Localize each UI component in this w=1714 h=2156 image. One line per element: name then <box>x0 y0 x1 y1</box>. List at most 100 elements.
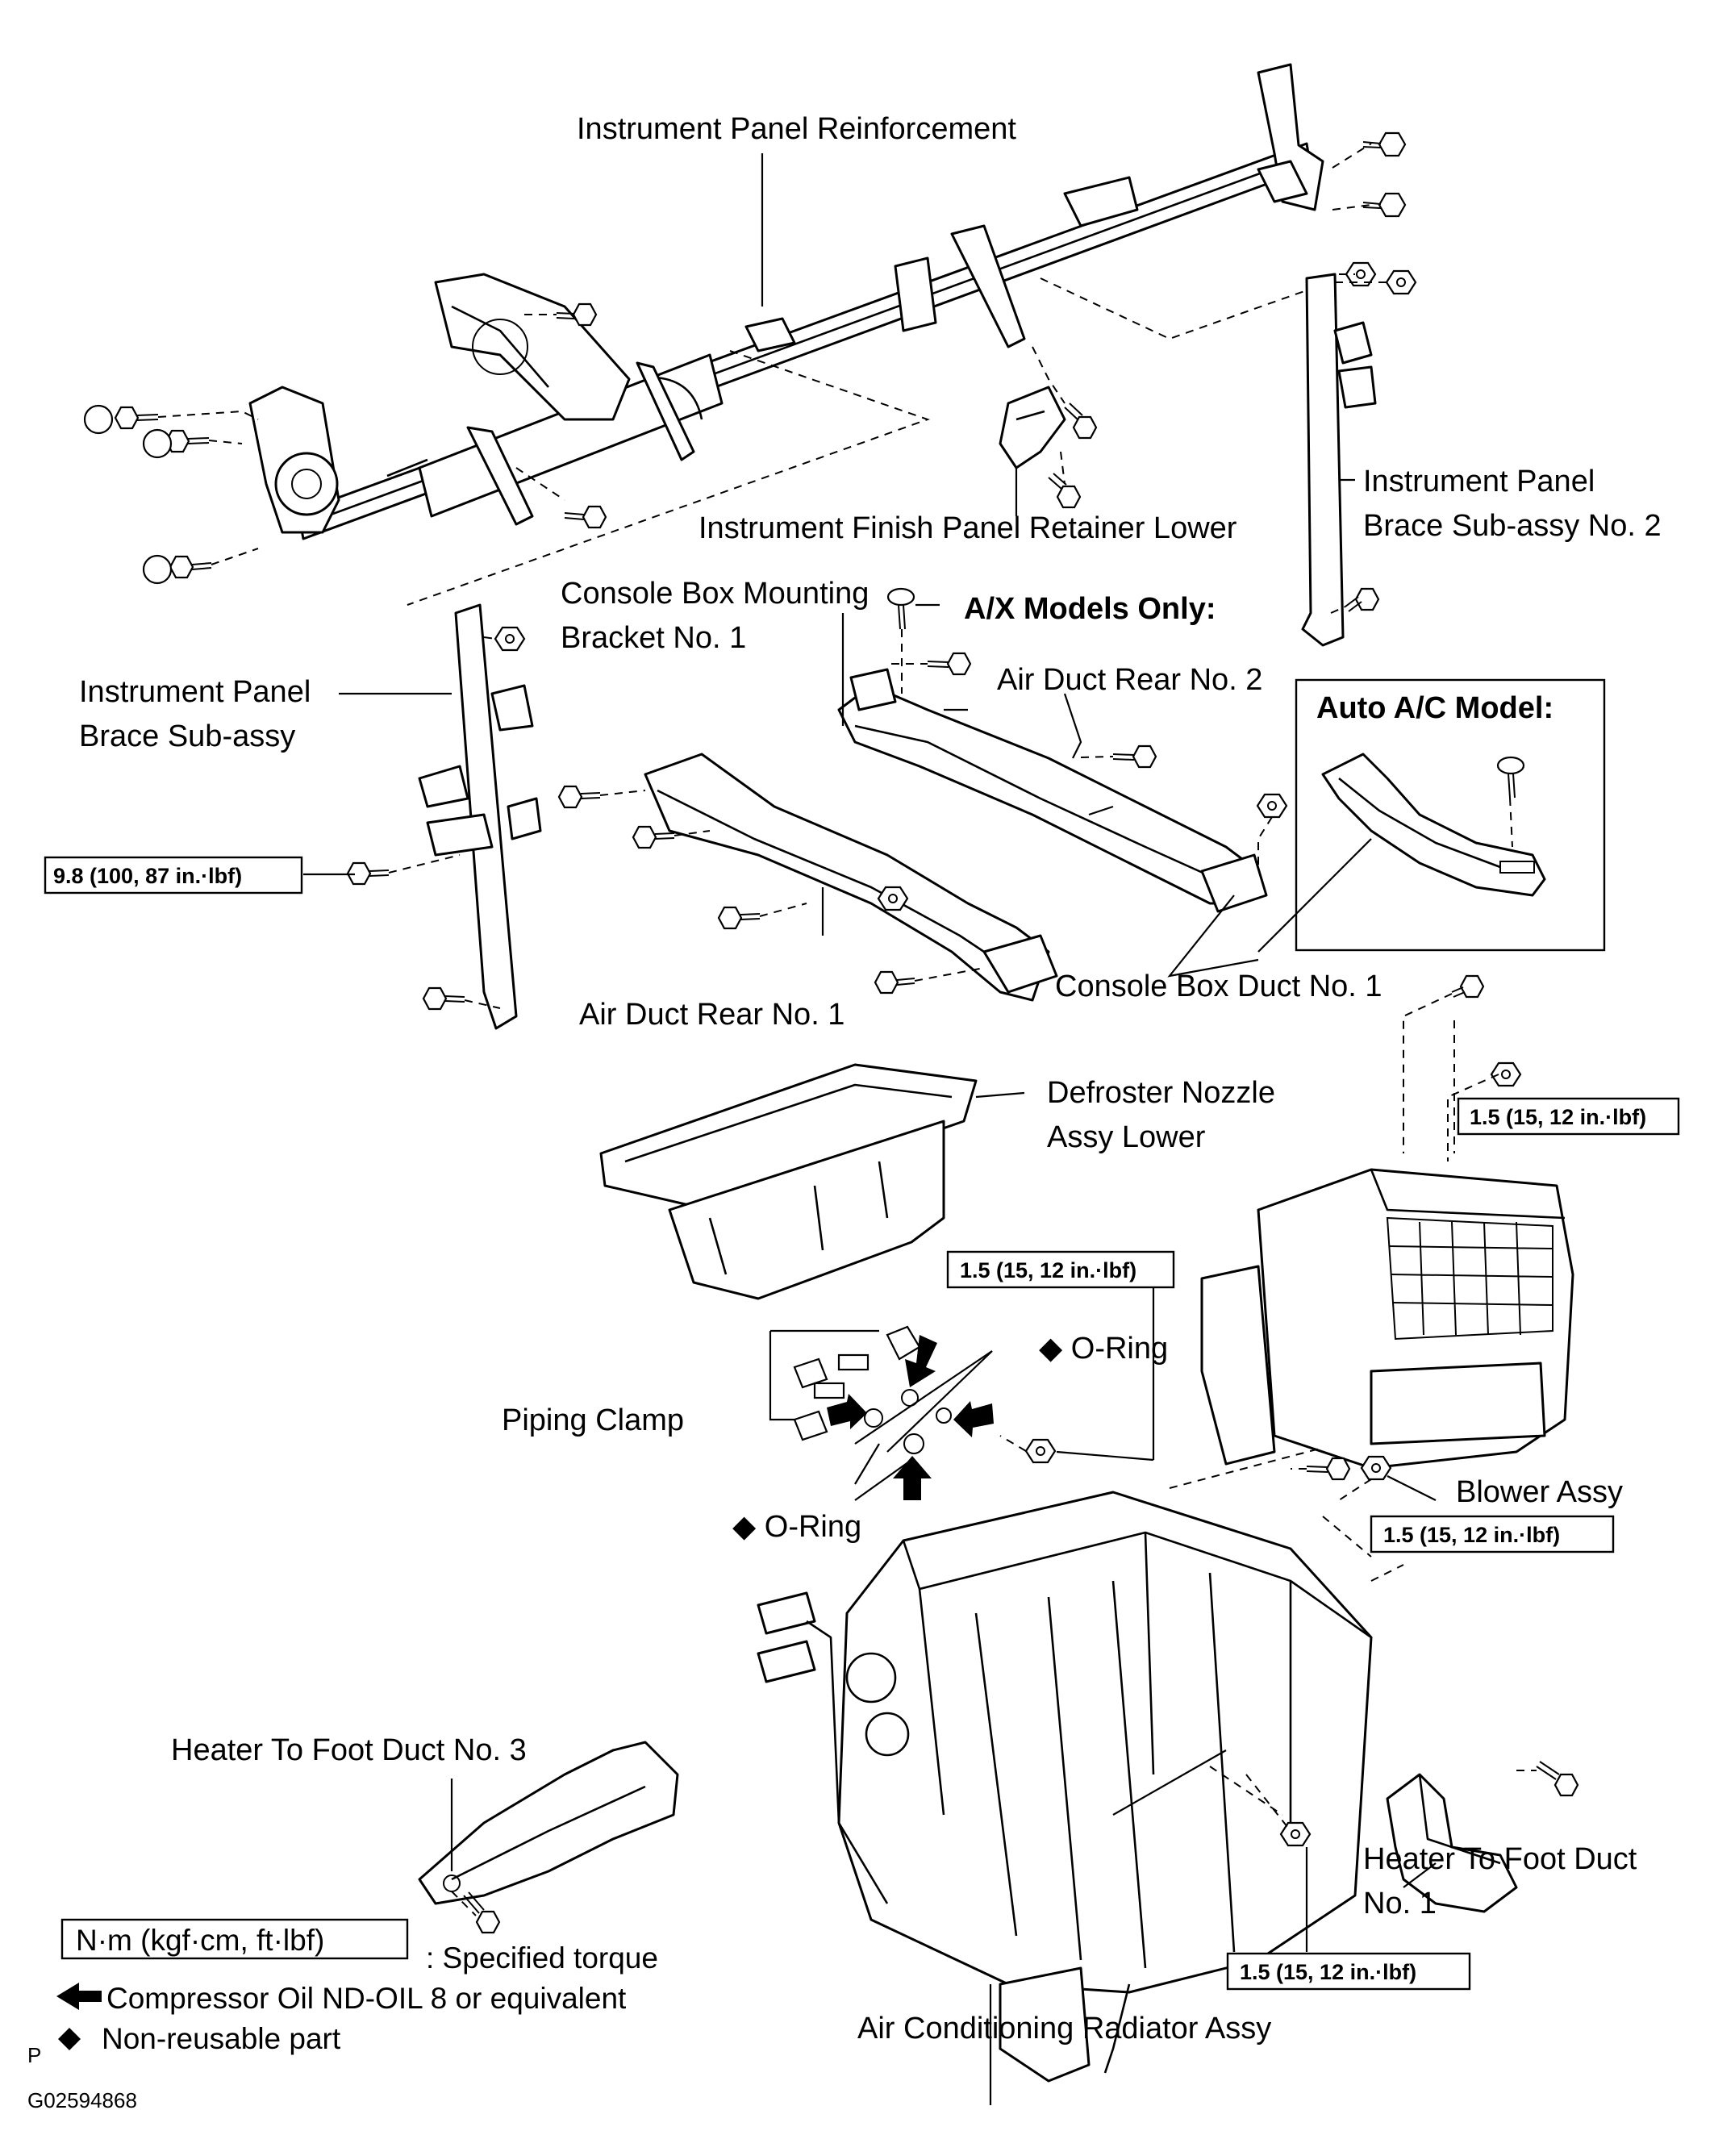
label-defroster-line1: Defroster Nozzle <box>1047 1076 1275 1110</box>
label-heater-foot-1-line2: No. 1 <box>1363 1887 1437 1920</box>
label-ip-brace-line1: Instrument Panel <box>79 675 311 709</box>
torque-box-piping <box>946 1250 1175 1289</box>
bolt-12 <box>557 785 601 809</box>
label-ip-brace-line2: Brace Sub-assy <box>79 719 295 753</box>
bolt-17 <box>422 986 465 1011</box>
oil-arrow-4 <box>893 1456 932 1500</box>
torque-radiator: 1.5 (15, 12 in.·lbf) <box>1240 1960 1416 1984</box>
label-console-bracket-line2: Bracket No. 1 <box>561 621 746 655</box>
compressor-oil-arrow-icon <box>56 1983 102 2010</box>
finish-panel-retainer-part <box>999 386 1066 469</box>
instrument-panel-reinforcement-part <box>248 63 1324 540</box>
label-ip-brace-no2-line2: Brace Sub-assy No. 2 <box>1363 509 1662 543</box>
bolt-22 <box>463 1891 501 1934</box>
nut-6 <box>1024 1438 1057 1464</box>
nut-2 <box>1385 269 1417 295</box>
torque-box-radiator <box>1226 1952 1471 1991</box>
bolt-16 <box>874 970 915 995</box>
ip-brace-part <box>418 603 542 1030</box>
bolt-9 <box>1048 473 1082 509</box>
o-ring-3 <box>936 1407 952 1424</box>
label-blower-assy: Blower Assy <box>1456 1475 1623 1509</box>
clip-1 <box>886 587 915 630</box>
label-piping-clamp: Piping Clamp <box>502 1403 684 1437</box>
non-reusable-diamond-icon <box>58 2028 81 2050</box>
label-ip-reinforcement: Instrument Panel Reinforcement <box>577 112 1016 146</box>
label-o-ring-upper: ◆ O-Ring <box>1039 1332 1168 1366</box>
nut-7 <box>1360 1455 1392 1481</box>
label-finish-panel-retainer: Instrument Finish Panel Retainer Lower <box>699 511 1237 545</box>
text-labels: Instrument Panel Reinforcement Instrumen… <box>79 112 1662 2045</box>
nut-3 <box>494 626 526 652</box>
o-ring-upper-text: O-Ring <box>1071 1332 1168 1366</box>
cap-1 <box>83 404 114 435</box>
bolt-7 <box>564 505 607 529</box>
label-heater-foot-1-line1: Heater To Foot Duct <box>1363 1842 1637 1876</box>
blower-assy-part <box>1200 1168 1574 1470</box>
oil-arrow-2 <box>827 1394 867 1429</box>
label-heater-foot-3: Heater To Foot Duct No. 3 <box>171 1733 527 1767</box>
bolt-15 <box>717 906 761 930</box>
bolt-3 <box>556 302 598 327</box>
piping-clamp-parts <box>793 1325 921 1441</box>
bolt-1 <box>1362 131 1407 157</box>
label-ax-models: A/X Models Only: <box>964 592 1216 626</box>
torque-blower-bottom: 1.5 (15, 12 in.·lbf) <box>1383 1523 1560 1547</box>
label-defroster-line2: Assy Lower <box>1047 1120 1206 1154</box>
cap-3 <box>142 554 173 585</box>
clip-2 <box>1496 756 1525 799</box>
air-duct-rear-no1-part <box>644 753 1058 1002</box>
assembly-lines <box>157 143 1537 1916</box>
oil-arrow-3 <box>953 1401 994 1437</box>
legend-non-reusable: Non-reusable part <box>102 2022 341 2055</box>
bolt-21 <box>1536 1761 1579 1797</box>
torque-boxes: 9.8 (100, 87 in.·lbf) 1.5 (15, 12 in.·lb… <box>44 856 1680 1991</box>
label-console-bracket-line1: Console Box Mounting <box>561 577 869 611</box>
bolt-20 <box>1306 1457 1351 1481</box>
legend-unit-text: N·m (kgf·cm, ft·lbf) <box>76 1924 324 1957</box>
label-ip-brace-no2-line1: Instrument Panel <box>1363 465 1595 498</box>
figure-code: G02594868 <box>27 2088 137 2112</box>
ac-radiator-part <box>757 1491 1373 2083</box>
torque-box-brace <box>44 856 303 895</box>
bolt-4 <box>114 406 159 430</box>
bolt-19 <box>1451 974 1485 999</box>
torque-box-blower-top <box>1457 1097 1680 1136</box>
air-duct-rear-no2-part <box>837 668 1268 913</box>
legend-specified-torque: : Specified torque <box>426 1941 658 1975</box>
auto-ac-model-box <box>1295 678 1606 952</box>
footer-letter: P <box>27 2043 41 2067</box>
label-auto-ac-model: Auto A/C Model: <box>1316 691 1553 725</box>
label-ac-radiator: Air Conditioning Radiator Assy <box>857 2012 1271 2045</box>
torque-blower-top: 1.5 (15, 12 in.·lbf) <box>1470 1105 1646 1129</box>
bolt-11 <box>927 652 972 676</box>
cap-2 <box>142 428 173 459</box>
label-o-ring-lower: ◆ O-Ring <box>732 1510 861 1544</box>
label-air-duct-rear-2: Air Duct Rear No. 2 <box>997 663 1262 697</box>
o-ring-lower-text: O-Ring <box>765 1510 861 1544</box>
legend-unit-box <box>60 1918 409 1960</box>
fasteners <box>83 131 1579 1934</box>
bolt-18 <box>1112 744 1157 769</box>
nut-5 <box>1490 1061 1522 1087</box>
nut-9 <box>877 886 909 911</box>
nut-4 <box>1256 793 1288 819</box>
defroster-nozzle-part <box>599 1063 978 1300</box>
legend: N·m (kgf·cm, ft·lbf) : Specified torque … <box>27 1918 658 2112</box>
leader-lines <box>303 153 1437 2105</box>
nut-1 <box>1345 261 1377 287</box>
torque-piping: 1.5 (15, 12 in.·lbf) <box>960 1258 1136 1282</box>
bolt-6 <box>169 555 212 579</box>
label-air-duct-rear-1: Air Duct Rear No. 1 <box>579 998 844 1032</box>
torque-brace: 9.8 (100, 87 in.·lbf) <box>53 864 242 888</box>
non-reusable-diamond-icon: ◆ <box>732 1510 765 1544</box>
torque-box-blower-bottom <box>1370 1515 1615 1553</box>
bolt-13 <box>632 825 675 849</box>
bolt-5 <box>165 429 210 453</box>
auto-ac-duct-part <box>1321 753 1546 897</box>
oil-arrow-1 <box>905 1335 937 1387</box>
o-ring-2 <box>864 1408 883 1428</box>
legend-compressor-oil: Compressor Oil ND-OIL 8 or equivalent <box>106 1982 627 2015</box>
o-ring-4 <box>903 1433 924 1454</box>
